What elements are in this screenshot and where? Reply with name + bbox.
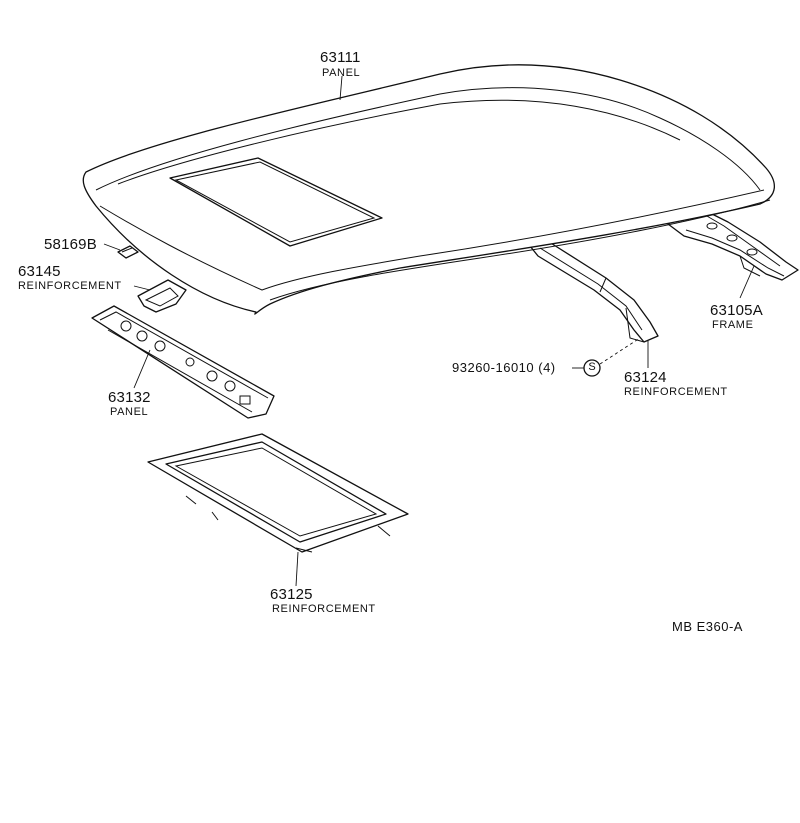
part-name-63145: REINFORCEMENT [18, 280, 122, 292]
part-name-63132: PANEL [110, 406, 149, 418]
reinforcement-63145-drawing [137, 279, 187, 313]
part-name-63124: REINFORCEMENT [624, 386, 728, 398]
reinforcement-63124-drawing [529, 239, 659, 343]
part-name-63105a: FRAME [712, 319, 754, 331]
part-number-63145: 63145 [18, 263, 61, 280]
part-number-93260-16010: 93260-16010 (4) [452, 360, 556, 375]
clip-58169b-drawing [117, 245, 139, 259]
part-name-63111: PANEL [322, 67, 361, 79]
part-name-63125: REINFORCEMENT [272, 603, 376, 615]
part-number-63132: 63132 [108, 389, 151, 406]
part-number-63105a: 63105A [710, 302, 763, 319]
part-number-63124: 63124 [624, 369, 667, 386]
panel-63132-drawing [91, 305, 275, 419]
frame-63105a-drawing [667, 207, 799, 281]
roof-panel-63111-drawing [82, 64, 775, 315]
screw-symbol-letter: S [588, 361, 596, 373]
reinforcement-63125-drawing [147, 433, 409, 553]
part-number-63111: 63111 [320, 49, 361, 66]
part-number-63125: 63125 [270, 586, 313, 603]
part-number-58169b: 58169B [44, 236, 97, 253]
figure-code: MB E360-A [672, 619, 743, 634]
